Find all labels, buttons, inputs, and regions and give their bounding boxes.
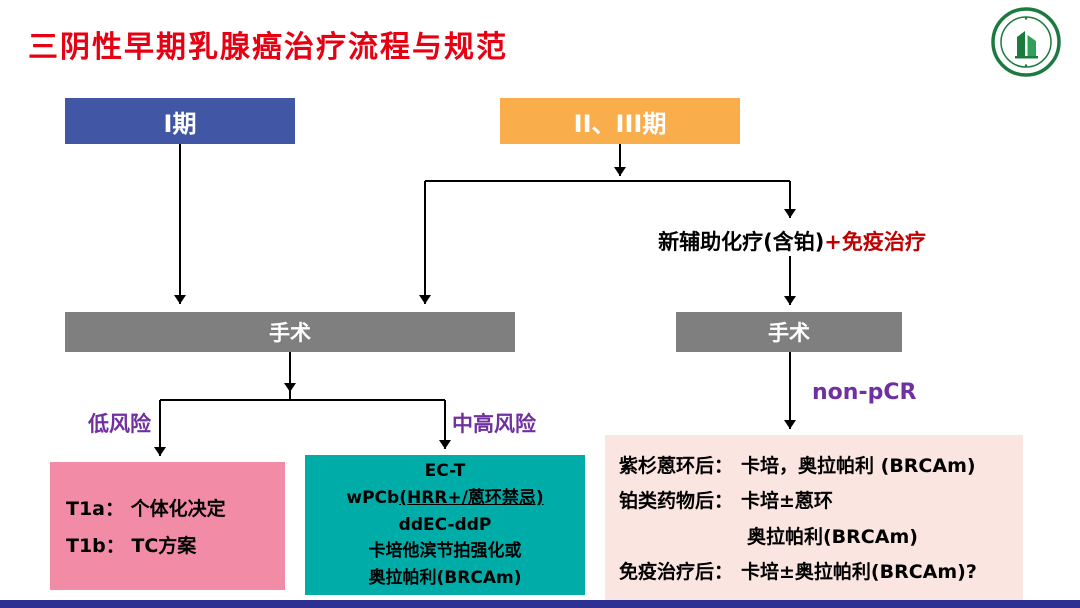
non-pcr-label: non-pCR [812, 380, 917, 405]
post-row-immuno-value: 卡培±奥拉帕利(BRCAm)? [741, 560, 977, 583]
chemo-wpcb-text: wPCb [346, 487, 400, 508]
chemo-line-olaparib: 奥拉帕利(BRCAm) [368, 568, 522, 589]
post-row-immuno-label: 免疫治疗后： [619, 560, 734, 583]
hospital-logo-svg [991, 7, 1061, 77]
post-row-taxane-label: 紫杉蒽环后： [619, 455, 734, 478]
neoadjuvant-therapy-label: 新辅助化疗(含铂)+免疫治疗 [642, 226, 942, 256]
post-row-immuno: 免疫治疗后： 卡培±奥拉帕利(BRCAm)? [619, 557, 1015, 584]
stage-i-label: I期 [163, 109, 197, 138]
post-row-platinum: 铂类药物后： 卡培±蒽环 [619, 486, 1015, 513]
chemo-line-ect: EC-T [424, 460, 466, 481]
surgery-right-label: 手术 [768, 321, 810, 345]
post-row-taxane: 紫杉蒽环后： 卡培，奥拉帕利 (BRCAm) [619, 451, 1015, 478]
post-row-platinum-value: 卡培±蒽环 [741, 490, 833, 513]
chemo-line-ddec: ddEC-ddP [398, 514, 492, 535]
t1a-line: T1a： 个体化决定 [66, 498, 226, 520]
neoadjuvant-chemo-text: 新辅助化疗(含铂) [658, 230, 825, 254]
post-row-olaparib: 奥拉帕利(BRCAm) [619, 522, 1015, 549]
mid-high-risk-label: 中高风险 [452, 412, 536, 436]
neoadjuvant-immuno-text: +免疫治疗 [824, 230, 926, 254]
chemo-wpcb-underlined-text: (HRR+/蒽环禁忌) [399, 487, 544, 508]
t1-recommendation-box: T1a： 个体化决定 T1b： TC方案 [50, 462, 285, 590]
low-risk-label: 低风险 [88, 412, 151, 436]
adjuvant-chemo-box: EC-T wPCb(HRR+/蒽环禁忌) ddEC-ddP 卡培他滨节拍强化或 … [305, 455, 585, 595]
stage-ii-iii-node: II、III期 [500, 98, 740, 144]
chemo-line-wpcb: wPCb(HRR+/蒽环禁忌) [346, 485, 543, 512]
stage-i-node: I期 [65, 98, 295, 144]
surgery-right-node: 手术 [676, 312, 902, 352]
post-row-olaparib-value: 奥拉帕利(BRCAm) [747, 525, 918, 548]
t1b-line: T1b： TC方案 [66, 535, 197, 557]
post-row-taxane-value: 卡培，奥拉帕利 (BRCAm) [741, 455, 976, 478]
chemo-line-capecitabine: 卡培他滨节拍强化或 [368, 541, 522, 562]
surgery-left-label: 手术 [269, 321, 311, 345]
stage-ii-iii-label: II、III期 [573, 109, 667, 138]
surgery-left-node: 手术 [65, 312, 515, 352]
post-row-platinum-label: 铂类药物后： [619, 490, 734, 513]
footer-accent-bar [0, 600, 1080, 608]
page-title: 三阴性早期乳腺癌治疗流程与规范 [28, 30, 508, 65]
post-neoadjuvant-box: 紫杉蒽环后： 卡培，奥拉帕利 (BRCAm) 铂类药物后： 卡培±蒽环 奥拉帕利(B… [605, 435, 1023, 600]
hospital-logo-icon [990, 6, 1062, 78]
